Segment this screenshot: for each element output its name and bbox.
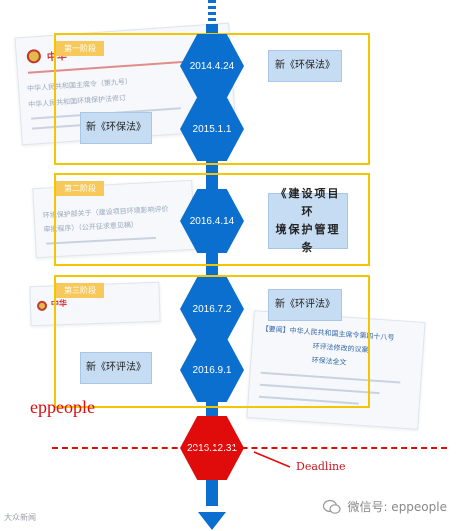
wechat-label: 微信号: eppeople: [347, 500, 447, 514]
date-label: 2015.1.1: [192, 123, 232, 135]
timeline-gap: [204, 506, 220, 509]
overlay-text: eppeople: [30, 397, 95, 417]
deadline-line: [52, 447, 447, 449]
deadline-label: Deadline: [296, 460, 346, 473]
law-box: 新《环评法》: [268, 289, 342, 321]
law-label: 新《环评法》: [86, 362, 146, 373]
wechat-id: 微信号: eppeople: [323, 498, 447, 515]
timeline-arrowhead-icon: [198, 512, 226, 530]
wechat-icon-bubble: [329, 503, 342, 514]
section-label: 第三阶段: [56, 283, 104, 298]
law-label-line-2: 境保护管理条: [275, 223, 341, 254]
law-label-line-1: 《建设项目环: [275, 187, 341, 218]
law-box: 新《环评法》: [80, 352, 152, 384]
section-label: 第二阶段: [56, 181, 104, 196]
section-label: 第一阶段: [56, 41, 104, 56]
law-label: 新《环保法》: [275, 60, 335, 71]
section-stage-2: 第二阶段: [54, 173, 370, 266]
source-brand: 大众新闻: [4, 513, 36, 522]
section-stage-3: 第三阶段: [54, 275, 370, 408]
law-label: 新《环保法》: [86, 122, 146, 133]
date-label: 2016.4.14: [189, 215, 235, 227]
law-label: 新《环评法》: [275, 299, 335, 310]
wechat-icon: [323, 499, 342, 514]
law-box: 新《环保法》: [268, 50, 342, 82]
date-label: 2014.4.24: [189, 60, 235, 72]
timeline-shaft-end: [206, 498, 218, 506]
law-box: 《建设项目环 境保护管理条: [268, 187, 348, 254]
date-label: 2016.9.1: [192, 364, 232, 376]
deadline-pointer-line: [253, 451, 291, 468]
law-box: 新《环保法》: [80, 112, 152, 144]
date-label: 2016.7.2: [192, 303, 232, 315]
